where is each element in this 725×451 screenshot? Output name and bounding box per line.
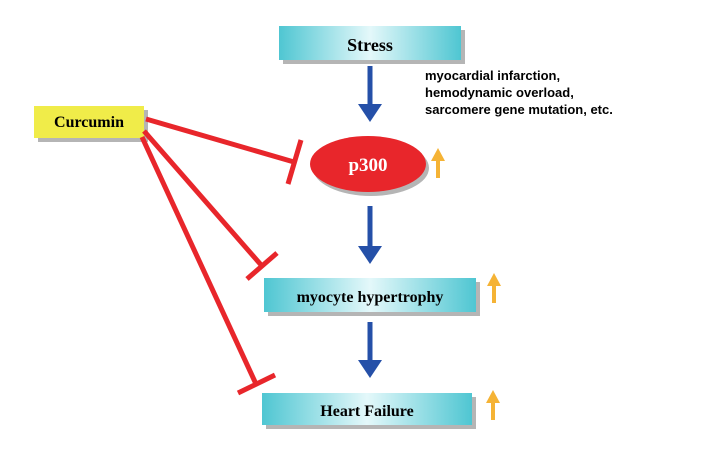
inhibit-hypertrophy-icon: [142, 129, 279, 281]
heart-failure-box: Heart Failure: [262, 393, 476, 429]
down-arrow-icon: [358, 206, 382, 264]
inhibit-heart-failure-icon: [139, 135, 277, 396]
inhibit-p300-icon: [145, 116, 304, 185]
stress-box: Stress: [279, 26, 465, 64]
p300-label: p300: [348, 155, 387, 176]
up-arrow-icon: [487, 273, 501, 303]
p300-oval: p300: [310, 136, 429, 196]
cause-sarcomere-mutation: sarcomere gene mutation, etc.: [425, 102, 613, 117]
down-arrow-icon: [358, 322, 382, 378]
stress-label: Stress: [347, 35, 393, 55]
cause-myocardial-infarction: myocardial infarction,: [425, 68, 560, 83]
down-arrow-icon: [358, 66, 382, 122]
up-arrow-icon: [486, 390, 500, 420]
heart-failure-label: Heart Failure: [320, 403, 413, 420]
curcumin-label: Curcumin: [54, 114, 124, 131]
hypertrophy-label: myocyte hypertrophy: [297, 289, 444, 306]
curcumin-box: Curcumin: [34, 106, 148, 142]
cause-hemodynamic-overload: hemodynamic overload,: [425, 85, 574, 100]
hypertrophy-box: myocyte hypertrophy: [264, 278, 480, 316]
up-arrow-icon: [431, 148, 445, 178]
stress-causes-note: myocardial infarction, hemodynamic overl…: [425, 68, 613, 117]
